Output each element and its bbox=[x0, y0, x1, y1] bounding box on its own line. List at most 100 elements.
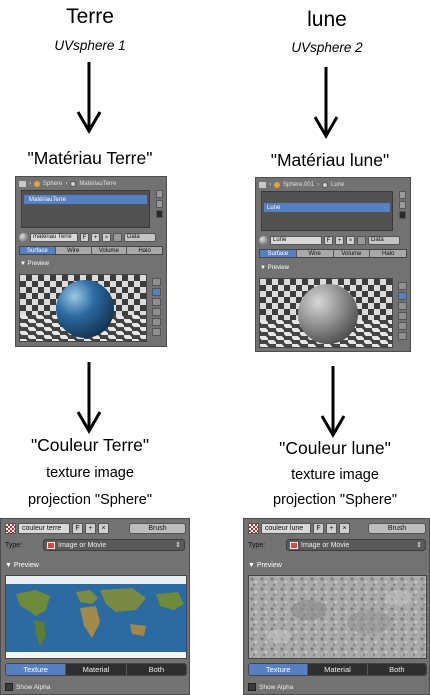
tab-volume[interactable]: Volume bbox=[333, 250, 371, 257]
preview-cube-button[interactable] bbox=[152, 298, 161, 306]
preview-sky-button[interactable] bbox=[398, 332, 407, 340]
left-planet-title: Terre bbox=[66, 5, 114, 28]
tab-texture[interactable]: Texture bbox=[6, 664, 67, 675]
preview-sphere-button[interactable] bbox=[398, 292, 407, 300]
tab-material[interactable]: Material bbox=[66, 664, 127, 675]
preview-monkey-button[interactable] bbox=[152, 308, 161, 316]
remove-slot-button[interactable] bbox=[399, 201, 406, 209]
material-datablock-row: Lune F + × Data bbox=[259, 235, 400, 245]
arrow-down-icon bbox=[76, 362, 102, 434]
texture-type-value: Image or Movie bbox=[301, 541, 350, 549]
material-slot-list[interactable]: Lune bbox=[261, 191, 393, 231]
breadcrumb-material[interactable]: Lune bbox=[331, 181, 345, 188]
slot-menu-button[interactable] bbox=[156, 210, 163, 218]
remove-slot-button[interactable] bbox=[156, 200, 163, 208]
breadcrumb-object[interactable]: Sphere bbox=[43, 180, 63, 187]
show-alpha-checkbox[interactable]: Show Alpha bbox=[5, 682, 50, 692]
material-type-tabs: Surface Wire Volume Halo bbox=[259, 249, 407, 258]
preview-monkey-button[interactable] bbox=[398, 312, 407, 320]
fake-user-button[interactable]: F bbox=[72, 523, 83, 534]
texture-name-field[interactable]: couleur lune bbox=[261, 523, 311, 534]
tab-both[interactable]: Both bbox=[126, 664, 186, 675]
preview-sky-button[interactable] bbox=[152, 328, 161, 336]
fake-user-button[interactable]: F bbox=[80, 232, 89, 242]
close-icon[interactable]: × bbox=[346, 235, 355, 245]
slot-menu-button[interactable] bbox=[399, 211, 406, 219]
checker-texture-icon[interactable] bbox=[248, 523, 259, 534]
material-name-field[interactable]: matériau Terre bbox=[30, 232, 78, 242]
breadcrumb-object[interactable]: Sphere.001 bbox=[283, 181, 315, 188]
fake-user-button[interactable]: F bbox=[313, 523, 324, 534]
image-icon bbox=[290, 541, 298, 549]
left-projection-caption: projection "Sphere" bbox=[28, 492, 152, 508]
tab-material[interactable]: Material bbox=[308, 664, 368, 675]
show-alpha-checkbox[interactable]: Show Alpha bbox=[248, 682, 293, 692]
preview-plane-button[interactable] bbox=[398, 282, 407, 290]
arrow-down-icon bbox=[320, 366, 346, 438]
node-icon[interactable] bbox=[357, 235, 366, 245]
preview-header[interactable]: ▼ Preview bbox=[20, 261, 49, 267]
arrow-down-icon bbox=[313, 67, 339, 139]
material-type-tabs: Surface Wire Volume Halo bbox=[19, 246, 163, 255]
show-alpha-label: Show Alpha bbox=[259, 683, 294, 691]
texture-type-dropdown[interactable]: Image or Movie ⇕ bbox=[286, 539, 426, 551]
close-icon[interactable]: × bbox=[102, 232, 111, 242]
plus-icon[interactable]: + bbox=[91, 232, 100, 242]
tab-wire[interactable]: Wire bbox=[55, 247, 92, 254]
preview-hair-button[interactable] bbox=[398, 322, 407, 330]
material-sphere-icon[interactable] bbox=[259, 235, 268, 245]
material-sphere-icon[interactable] bbox=[19, 232, 28, 242]
material-slot-list[interactable]: MatériauTerre bbox=[21, 190, 150, 228]
close-icon[interactable]: × bbox=[98, 523, 109, 534]
image-icon bbox=[47, 541, 55, 549]
texture-datablock-row: couleur lune F + × bbox=[248, 523, 350, 534]
material-name-field[interactable]: Lune bbox=[270, 235, 322, 245]
preview-header[interactable]: ▼ Preview bbox=[248, 562, 282, 569]
sphere-object-icon bbox=[274, 181, 280, 188]
preview-plane-button[interactable] bbox=[152, 278, 161, 286]
material-icon bbox=[322, 181, 329, 188]
plus-icon[interactable]: + bbox=[326, 523, 337, 534]
node-icon[interactable] bbox=[113, 232, 122, 242]
tab-both[interactable]: Both bbox=[367, 664, 426, 675]
tab-surface[interactable]: Surface bbox=[20, 247, 56, 254]
tab-halo[interactable]: Halo bbox=[127, 247, 162, 254]
show-alpha-label: Show Alpha bbox=[16, 683, 51, 691]
arrow-down-icon bbox=[76, 62, 102, 134]
plus-icon[interactable]: + bbox=[335, 235, 344, 245]
tab-volume[interactable]: Volume bbox=[91, 247, 128, 254]
tab-texture[interactable]: Texture bbox=[249, 664, 309, 675]
add-slot-button[interactable] bbox=[156, 190, 163, 198]
material-slot-item[interactable]: MatériauTerre bbox=[24, 195, 147, 204]
data-dropdown[interactable]: Data bbox=[124, 232, 156, 242]
preview-hair-button[interactable] bbox=[152, 318, 161, 326]
texture-type-dropdown[interactable]: Image or Movie ⇕ bbox=[43, 539, 185, 551]
texture-name-field[interactable]: couleur terre bbox=[18, 523, 70, 534]
preview-sphere-button[interactable] bbox=[152, 288, 161, 296]
tab-halo[interactable]: Halo bbox=[370, 250, 406, 257]
close-icon[interactable]: × bbox=[339, 523, 350, 534]
checker-texture-icon[interactable] bbox=[5, 523, 16, 534]
right-material-caption: "Matériau lune" bbox=[270, 150, 390, 170]
breadcrumb-material[interactable]: MatériauTerre bbox=[79, 180, 117, 187]
preview-cube-button[interactable] bbox=[398, 302, 407, 310]
preview-header[interactable]: ▼ Preview bbox=[260, 265, 289, 271]
fake-user-button[interactable]: F bbox=[324, 235, 333, 245]
plus-icon[interactable]: + bbox=[85, 523, 96, 534]
preview-header[interactable]: ▼ Preview bbox=[5, 562, 39, 569]
moon-texture-preview bbox=[248, 575, 427, 659]
tab-surface[interactable]: Surface bbox=[260, 250, 297, 257]
tab-wire[interactable]: Wire bbox=[296, 250, 334, 257]
brush-button[interactable]: Brush bbox=[368, 523, 426, 534]
add-slot-button[interactable] bbox=[399, 191, 406, 199]
type-label: Type: bbox=[248, 541, 266, 549]
material-preview bbox=[19, 274, 147, 342]
material-icon bbox=[70, 180, 77, 187]
brush-button[interactable]: Brush bbox=[129, 523, 186, 534]
texture-datablock-row: couleur terre F + × bbox=[5, 523, 109, 534]
data-dropdown[interactable]: Data bbox=[368, 235, 400, 245]
preview-mode-tabs: Texture Material Both bbox=[5, 663, 187, 676]
right-material-panel: › Sphere.001 › Lune Lune Lune F + × Data… bbox=[255, 177, 411, 352]
material-slot-item[interactable]: Lune bbox=[264, 203, 390, 212]
object-icon bbox=[19, 180, 26, 187]
